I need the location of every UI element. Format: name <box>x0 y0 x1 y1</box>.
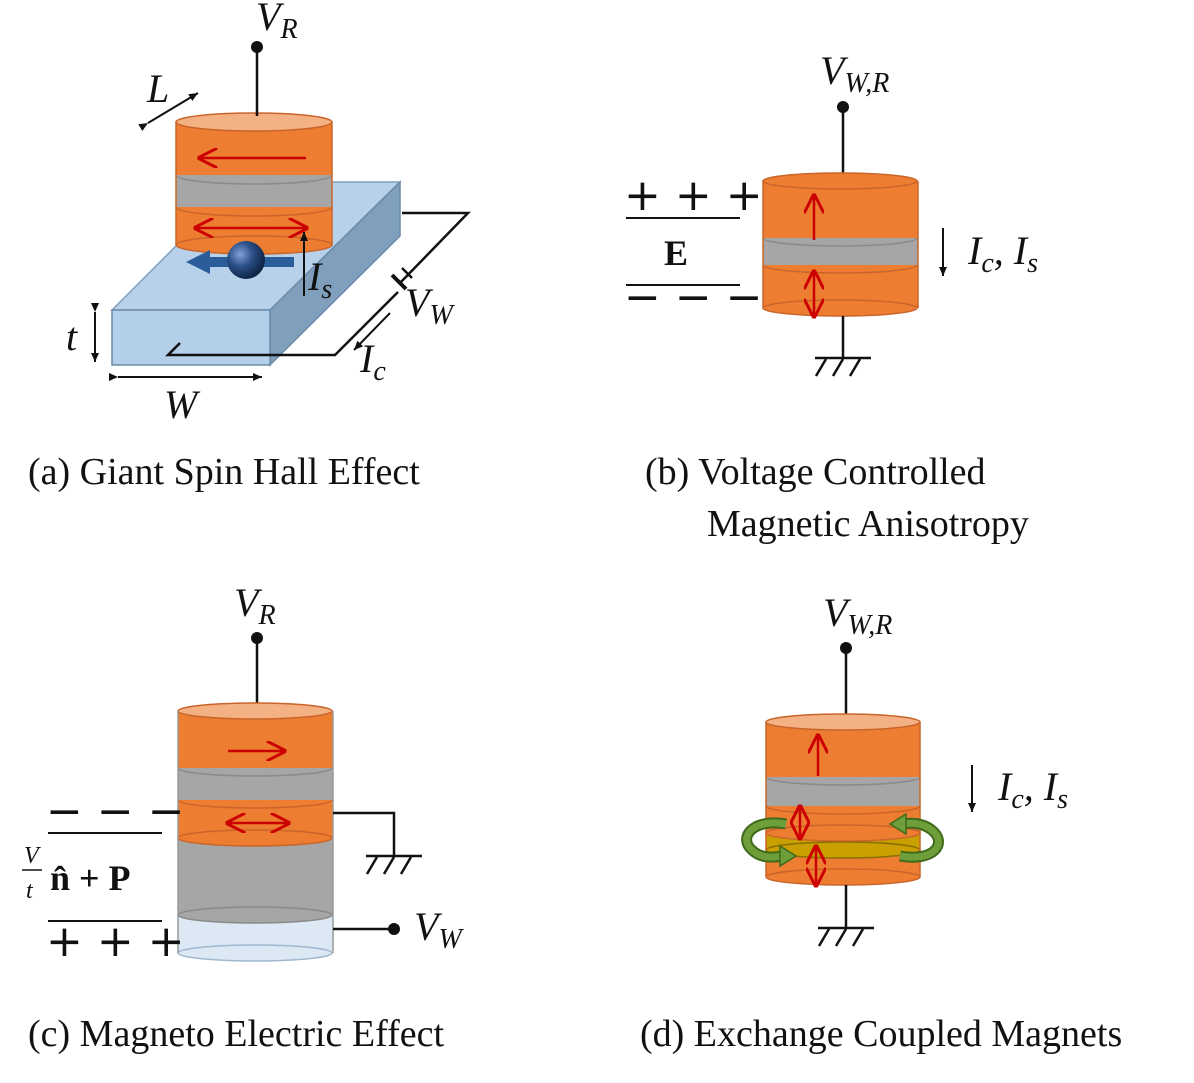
ground-icon-d <box>817 885 874 947</box>
thickness-label: t <box>66 314 78 359</box>
panel-d: VW,R <box>640 590 1122 1055</box>
ground-icon <box>814 316 871 377</box>
spin-current-label: Is <box>307 254 332 305</box>
caption-c: (c) Magneto Electric Effect <box>28 1013 444 1055</box>
read-voltage-label: VR <box>256 0 298 45</box>
panel-c: VR <box>22 580 464 1055</box>
electric-field-label: E <box>664 233 688 273</box>
coupled-layer-arrows-d <box>800 807 816 885</box>
panel-a: VR L t W Is VW Ic (a) Giant Spin Hall Ef… <box>28 0 471 493</box>
positive-charges-c: + + + <box>46 916 185 967</box>
caption-d: (d) Exchange Coupled Magnets <box>640 1013 1122 1055</box>
length-label: L <box>146 66 169 111</box>
current-label-b: Ic, Is <box>967 228 1038 279</box>
rotation-curl-arrow-right-icon <box>888 812 944 863</box>
mtj-stack-b <box>762 172 919 317</box>
caption-b-line1: (b) Voltage Controlled <box>645 451 986 493</box>
charge-current-label: Ic <box>359 336 386 387</box>
read-voltage-label-c: VR <box>234 580 276 631</box>
field-formula: n̂ + P <box>50 858 131 898</box>
negative-charges: − − − <box>624 272 763 323</box>
caption-b-line2: Magnetic Anisotropy <box>707 503 1029 545</box>
mtj-stack-a <box>175 112 333 255</box>
positive-charges: + + + <box>624 170 763 221</box>
write-voltage-label: VW <box>405 280 455 331</box>
width-label: W <box>164 382 201 427</box>
fraction-denominator: t <box>26 878 34 904</box>
electron-spin-icon <box>186 241 294 279</box>
ground-icon-c <box>333 811 422 875</box>
negative-charges-c: − − − <box>46 786 185 837</box>
panel-b: VW,R + + + E − − − <box>624 48 1038 545</box>
caption-a: (a) Giant Spin Hall Effect <box>28 451 420 493</box>
fraction-numerator: V <box>24 843 41 869</box>
write-circuit <box>164 211 471 357</box>
read-write-voltage-label-d: VW,R <box>823 590 892 641</box>
write-voltage-label-c: VW <box>414 904 464 955</box>
me-stack <box>177 702 334 962</box>
rotation-curl-arrow-left-icon <box>741 817 798 868</box>
read-write-voltage-label: VW,R <box>820 48 889 99</box>
current-label-d: Ic, Is <box>997 764 1068 815</box>
